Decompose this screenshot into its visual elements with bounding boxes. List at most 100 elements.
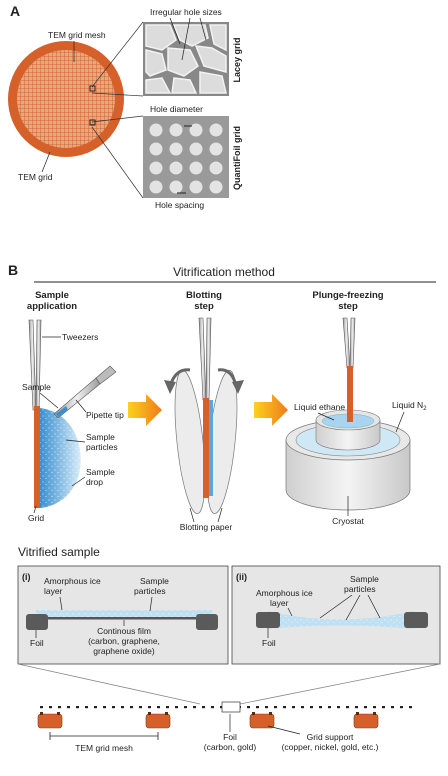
grid-label: Grid — [28, 513, 44, 523]
foil-dot — [40, 706, 43, 709]
tem-grid-disc — [8, 41, 124, 157]
foil-dot — [184, 706, 187, 709]
panel-i-film-1: Continous film — [97, 626, 151, 636]
particles-pointer — [65, 439, 86, 443]
foil-dot — [175, 706, 178, 709]
bottom-foil-2: (carbon, gold) — [204, 742, 257, 752]
tem-grid-label: TEM grid — [18, 172, 53, 182]
grid-support-bars — [37, 713, 379, 729]
panel-ii-ice-specks — [268, 611, 414, 629]
bottom-support-1: Grid support — [307, 732, 354, 742]
panel-ii-tag: (ii) — [236, 572, 247, 582]
grid-pointer — [41, 151, 51, 173]
mesh-marker-top — [89, 85, 96, 92]
foil-dot — [112, 706, 115, 709]
quantifoil-hole — [189, 142, 203, 156]
panel-ii-foil-right — [404, 612, 428, 628]
panel-i-particles-pointer — [149, 596, 153, 612]
foil-dot — [130, 706, 133, 709]
foil-dot — [265, 706, 268, 709]
tem-grid-mesh-label: TEM grid mesh — [48, 30, 106, 40]
panel-ii-foil-label: Foil — [262, 638, 276, 648]
blot-pointer-l — [189, 507, 195, 523]
quantifoil-hole — [149, 161, 163, 175]
foil-dot — [94, 706, 97, 709]
bottom-support-2: (copper, nickel, gold, etc.) — [282, 742, 379, 752]
particles-label-1: Sample — [86, 432, 115, 442]
pipette-tip — [53, 365, 117, 419]
irregular-hole-label: Irregular hole sizes — [150, 7, 222, 17]
bottom-foil-1: Foil — [223, 732, 237, 742]
vitrification-title: Vitrification method — [173, 265, 275, 279]
lacey-grid-view — [143, 22, 229, 96]
tweezers-step3 — [342, 317, 356, 369]
hole-diameter-label: Hole diameter — [150, 104, 203, 114]
liquid-ethane-label: Liquid ethane — [294, 402, 345, 412]
drop-pointer — [71, 476, 86, 487]
grid-strip-step2 — [203, 398, 209, 498]
sample-label: Sample — [22, 382, 51, 392]
foil-zoom-box — [221, 701, 241, 713]
foil-dot — [382, 706, 385, 709]
quantifoil-hole — [189, 180, 203, 194]
foil-dot — [202, 706, 205, 709]
foil-dot — [193, 706, 196, 709]
grid-support-tops — [40, 712, 376, 715]
liquid-n2-label: Liquid N2 — [392, 400, 427, 412]
foil-dot — [49, 706, 52, 709]
drop-label-2: drop — [86, 477, 103, 487]
tweezers-label: Tweezers — [62, 332, 98, 342]
curved-arrow-left-head — [164, 380, 176, 394]
foil-dot — [148, 706, 151, 709]
step-2-line2: step — [194, 301, 214, 312]
pipette-label: Pipette tip — [86, 410, 124, 420]
foil-dot — [409, 706, 412, 709]
n2-pointer — [395, 411, 405, 433]
panel-ii-particles-1: Sample — [350, 574, 379, 584]
process-arrow-2 — [254, 394, 288, 426]
mesh-span-bracket — [49, 732, 159, 740]
panel-i-foil-label: Foil — [30, 638, 44, 648]
panel-i-foil-right — [196, 614, 218, 630]
foil-dot — [76, 706, 79, 709]
foil-dot — [121, 706, 124, 709]
panel-i-tag: (i) — [22, 572, 31, 582]
foil-dot — [292, 706, 295, 709]
foil-dot — [364, 706, 367, 709]
bottom-mesh-label: TEM grid mesh — [75, 743, 133, 753]
panel-i-film-2: (carbon, graphene, — [88, 636, 160, 646]
quantifoil-hole — [209, 161, 223, 175]
foil-dot — [310, 706, 313, 709]
quantifoil-hole — [169, 161, 183, 175]
foil-dot — [85, 706, 88, 709]
grid-strip-step1 — [34, 406, 40, 508]
curved-arrow-right-head — [232, 380, 244, 394]
panel-i-particles-2: particles — [134, 586, 166, 596]
quantifoil-hole — [209, 123, 223, 137]
step-3-line2: step — [338, 301, 358, 312]
liquid-n2-text: Liquid N — [392, 400, 423, 410]
bottom-support-pointer — [267, 725, 301, 735]
foil-dot — [256, 706, 259, 709]
panel-b-letter: B — [8, 262, 18, 278]
quantifoil-hole — [189, 123, 203, 137]
panel-i-ice-pointer — [59, 596, 63, 611]
quantifoil-hole — [169, 123, 183, 137]
vitrified-title: Vitrified sample — [18, 545, 100, 559]
quantifoil-grid-view — [143, 116, 229, 198]
foil-dot — [103, 706, 106, 709]
step-3-line1: Plunge-freezing — [312, 290, 383, 301]
foil-dot — [301, 706, 304, 709]
foil-dot — [337, 706, 340, 709]
liquid-n2-sub: 2 — [423, 406, 427, 412]
grid-strip-step3 — [347, 366, 353, 422]
foil-dot — [319, 706, 322, 709]
panel-i-ice-specks — [36, 610, 212, 617]
quantifoil-hole — [149, 180, 163, 194]
quantifoil-hole — [169, 142, 183, 156]
panel-ii-particles-pointers — [319, 594, 381, 621]
foil-dot — [211, 706, 214, 709]
panel-ii-particles-2: particles — [344, 584, 376, 594]
foil-dot — [328, 706, 331, 709]
foil-dot — [346, 706, 349, 709]
